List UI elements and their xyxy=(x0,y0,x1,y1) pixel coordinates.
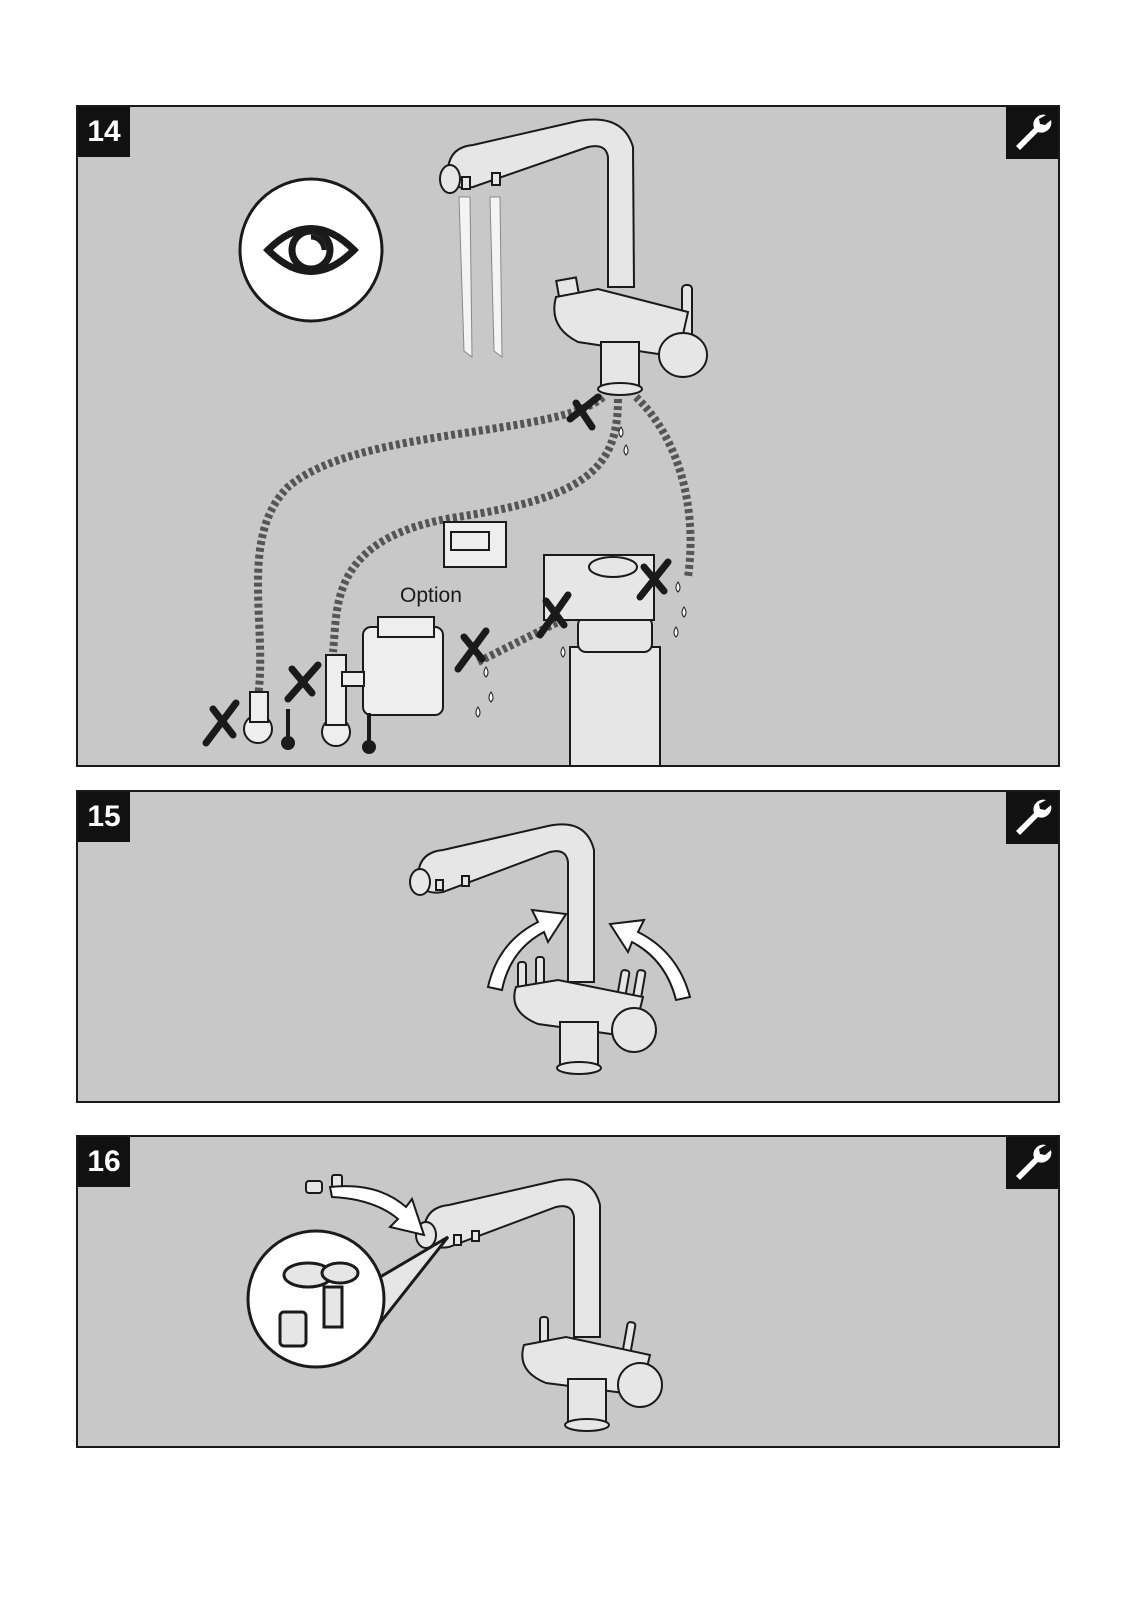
step-15-illustration xyxy=(78,792,1058,1101)
step-14-illustration xyxy=(78,107,1058,765)
step-14-panel: 14 xyxy=(76,105,1060,767)
faucet xyxy=(416,1179,662,1431)
flow-meter xyxy=(363,617,443,715)
direction-arrow-icon xyxy=(330,1186,424,1235)
water-stream xyxy=(459,197,502,357)
water-filter xyxy=(544,555,660,765)
step-16-illustration xyxy=(78,1137,1058,1446)
faucet xyxy=(410,824,656,1074)
detail-magnifier xyxy=(248,1231,448,1367)
faucet xyxy=(440,119,707,395)
digital-display xyxy=(444,522,506,567)
step-15-panel: 15 xyxy=(76,790,1060,1103)
eye-icon xyxy=(240,179,382,321)
option-label: Option xyxy=(400,584,462,608)
step-16-panel: 16 xyxy=(76,1135,1060,1448)
